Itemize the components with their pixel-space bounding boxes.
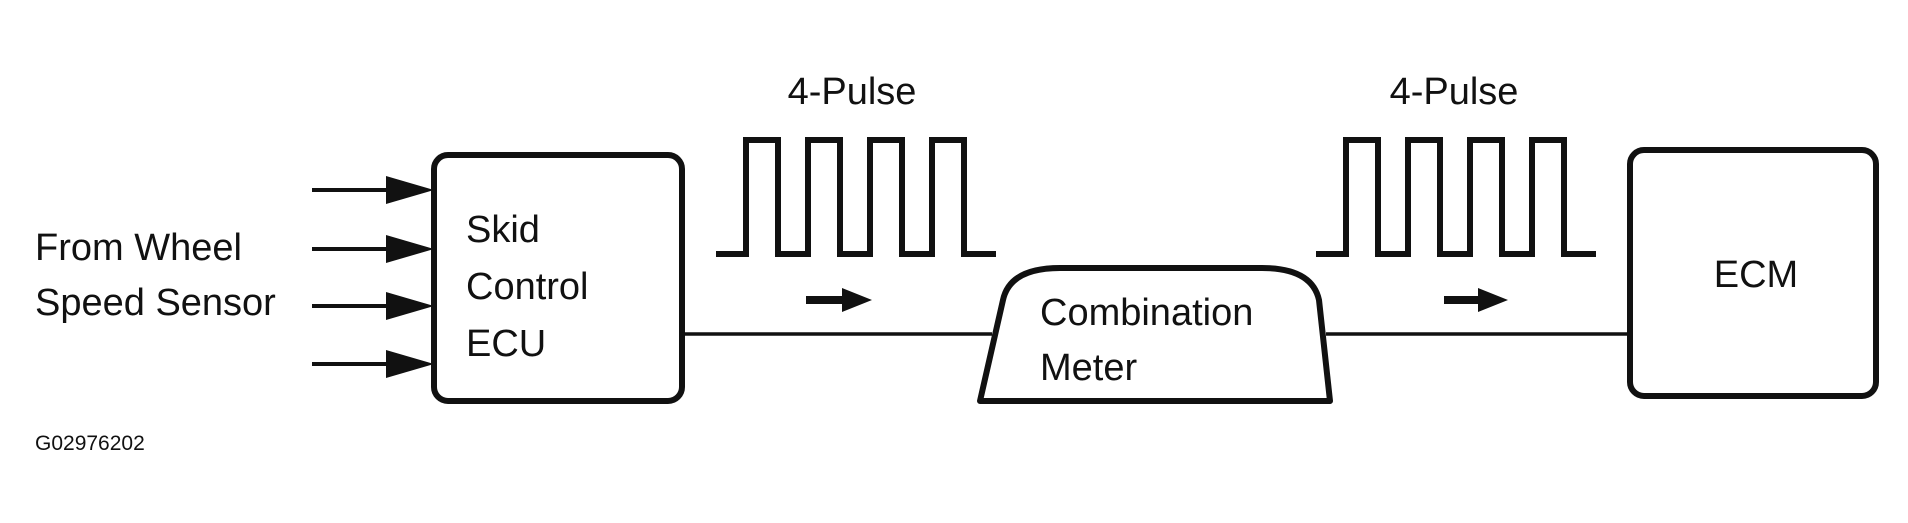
flow-direction-arrow-right [1444, 288, 1508, 312]
meter-label-line2: Meter [1040, 347, 1137, 389]
sensor-input-arrows [312, 176, 434, 378]
skid-ecu-label-line1: Skid [466, 209, 540, 251]
pulse-waveform-left [716, 137, 996, 257]
sensor-input-arrow [312, 292, 434, 320]
meter-label-line1: Combination [1040, 292, 1253, 334]
source-label-line2: Speed Sensor [35, 282, 276, 324]
source-label-line1: From Wheel [35, 227, 242, 269]
sensor-input-arrow [312, 235, 434, 263]
skid-control-ecu-box [431, 152, 685, 404]
sensor-input-arrow [312, 176, 434, 204]
ecm-label: ECM [1714, 254, 1798, 296]
skid-ecu-label-line2: Control [466, 266, 589, 308]
figure-id: G02976202 [35, 432, 145, 455]
combination-meter-shape [977, 265, 1333, 404]
skid-ecu-label-line3: ECU [466, 323, 546, 365]
flow-direction-arrow-left [806, 288, 872, 312]
sensor-input-arrow [312, 350, 434, 378]
pulse-waveform-right [1316, 137, 1596, 257]
pulse-label-right: 4-Pulse [1390, 71, 1519, 113]
pulse-label-left: 4-Pulse [788, 71, 917, 113]
ecm-box [1627, 147, 1879, 399]
